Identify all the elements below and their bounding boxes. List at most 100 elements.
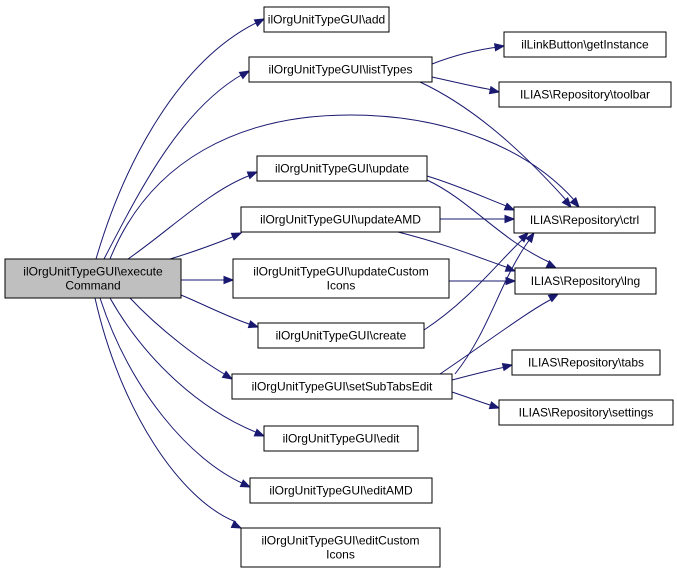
node-box: [511, 349, 661, 376]
node-n10[interactable]: ilOrgUnitTypeGUI\create: [257, 322, 425, 349]
edge-line: [180, 294, 253, 326]
node-label: ilOrgUnitTypeGUI\updateCustom: [253, 265, 428, 279]
node-label: ilOrgUnitTypeGUI\edit: [283, 432, 400, 446]
node-n3[interactable]: ilLinkButton\getInstance: [503, 31, 667, 58]
node-n12[interactable]: ILIAS\Repository\tabs: [511, 349, 661, 376]
node-n1[interactable]: ilOrgUnitTypeGUI\add: [263, 6, 390, 33]
node-box: [231, 373, 453, 400]
node-box: [498, 81, 672, 108]
edge-line: [95, 21, 259, 260]
edge-arrowhead: [569, 197, 580, 209]
node-label: ILIAS\Repository\ctrl: [530, 213, 639, 227]
edge-arrowhead: [525, 231, 535, 244]
edge-n6-n5: [426, 175, 516, 211]
edge-n11-n13: [451, 391, 501, 410]
node-box: [240, 206, 441, 233]
node-n14[interactable]: ilOrgUnitTypeGUI\edit: [263, 425, 419, 452]
edges-layer: [94, 18, 580, 529]
node-label: ilOrgUnitTypeGUI\update: [275, 162, 409, 176]
edge-n0-n16: [94, 297, 243, 529]
node-n6[interactable]: ilOrgUnitTypeGUI\update: [256, 155, 428, 182]
edge-arrowhead: [221, 370, 234, 380]
edge-n0-n1: [95, 18, 266, 260]
node-label: Icons: [327, 279, 356, 293]
edge-n0-n2: [103, 70, 251, 260]
node-box: [498, 399, 674, 426]
node-n11[interactable]: ilOrgUnitTypeGUI\setSubTabsEdit: [231, 373, 453, 400]
edge-line: [99, 297, 245, 485]
edge-line: [419, 81, 568, 202]
edge-arrowhead: [253, 428, 266, 437]
node-label: Command: [65, 279, 120, 293]
edge-arrowhead: [230, 232, 243, 241]
node-box: [4, 258, 182, 299]
edge-line: [431, 76, 494, 91]
node-n8[interactable]: ilOrgUnitTypeGUI\updateAMD: [240, 206, 441, 233]
node-label: ilOrgUnitTypeGUI\editCustom: [261, 534, 419, 548]
edge-arrowhead: [494, 43, 506, 52]
edge-n2-n4: [431, 76, 501, 95]
edge-n0-n6: [127, 171, 259, 260]
edge-line: [169, 235, 236, 260]
edge-n8-n5: [440, 214, 516, 224]
node-n7[interactable]: ILIAS\Repository\lng: [514, 267, 657, 295]
edge-arrowhead: [504, 214, 516, 224]
node-box: [248, 56, 433, 83]
edge-n11-n5: [454, 231, 535, 375]
node-label: ILIAS\Repository\settings: [519, 406, 654, 420]
edge-n0-n14: [109, 297, 266, 437]
edge-n0-n9: [181, 275, 235, 285]
node-label: ILIAS\Repository\lng: [531, 274, 640, 288]
edge-arrowhead: [488, 401, 501, 410]
edge-arrowhead: [239, 479, 252, 488]
node-box: [232, 258, 450, 299]
node-box: [503, 31, 667, 58]
node-n13[interactable]: ILIAS\Repository\settings: [498, 399, 674, 426]
node-label: ilOrgUnitTypeGUI\setSubTabsEdit: [252, 380, 433, 394]
edge-n2-n3: [431, 43, 506, 65]
node-label: ilOrgUnitTypeGUI\editAMD: [269, 484, 413, 498]
edge-line: [423, 238, 524, 331]
node-box: [513, 206, 656, 234]
edge-line: [439, 298, 553, 375]
edge-arrowhead: [488, 85, 501, 95]
node-label: Icons: [326, 548, 355, 562]
edge-line: [451, 391, 494, 407]
edge-n0-n10: [180, 294, 260, 329]
node-box: [263, 425, 419, 452]
edge-line: [454, 238, 531, 375]
node-box: [257, 322, 425, 349]
edge-line: [426, 179, 552, 264]
node-n15[interactable]: ilOrgUnitTypeGUI\editAMD: [249, 477, 433, 504]
edge-arrowhead: [503, 202, 516, 211]
edge-arrowhead: [223, 275, 235, 285]
node-label: ilOrgUnitTypeGUI\execute: [23, 265, 163, 279]
edge-line: [426, 175, 510, 208]
edge-arrowhead: [561, 197, 572, 209]
edge-line: [129, 297, 227, 376]
node-n2[interactable]: ilOrgUnitTypeGUI\listTypes: [248, 56, 433, 83]
node-box: [256, 155, 428, 182]
node-box: [240, 527, 441, 568]
node-n4[interactable]: ILIAS\Repository\toolbar: [498, 81, 672, 108]
node-box: [249, 477, 433, 504]
nodes-layer: ilOrgUnitTypeGUI\executeCommandilOrgUnit…: [4, 6, 674, 568]
edge-arrowhead: [230, 520, 243, 529]
edge-arrowhead: [238, 70, 251, 80]
edge-line: [431, 46, 499, 65]
edge-n11-n12: [451, 362, 514, 381]
edge-line: [109, 114, 576, 260]
edge-line: [451, 366, 507, 381]
edge-n0-n11: [129, 297, 234, 380]
node-n5[interactable]: ILIAS\Repository\ctrl: [513, 206, 656, 234]
node-label: ilOrgUnitTypeGUI\listTypes: [268, 63, 412, 77]
node-label: ilLinkButton\getInstance: [521, 38, 649, 52]
edge-n11-n7: [439, 293, 560, 375]
edge-line: [103, 73, 244, 260]
node-box: [514, 267, 657, 295]
edge-n0-n15: [99, 297, 252, 488]
